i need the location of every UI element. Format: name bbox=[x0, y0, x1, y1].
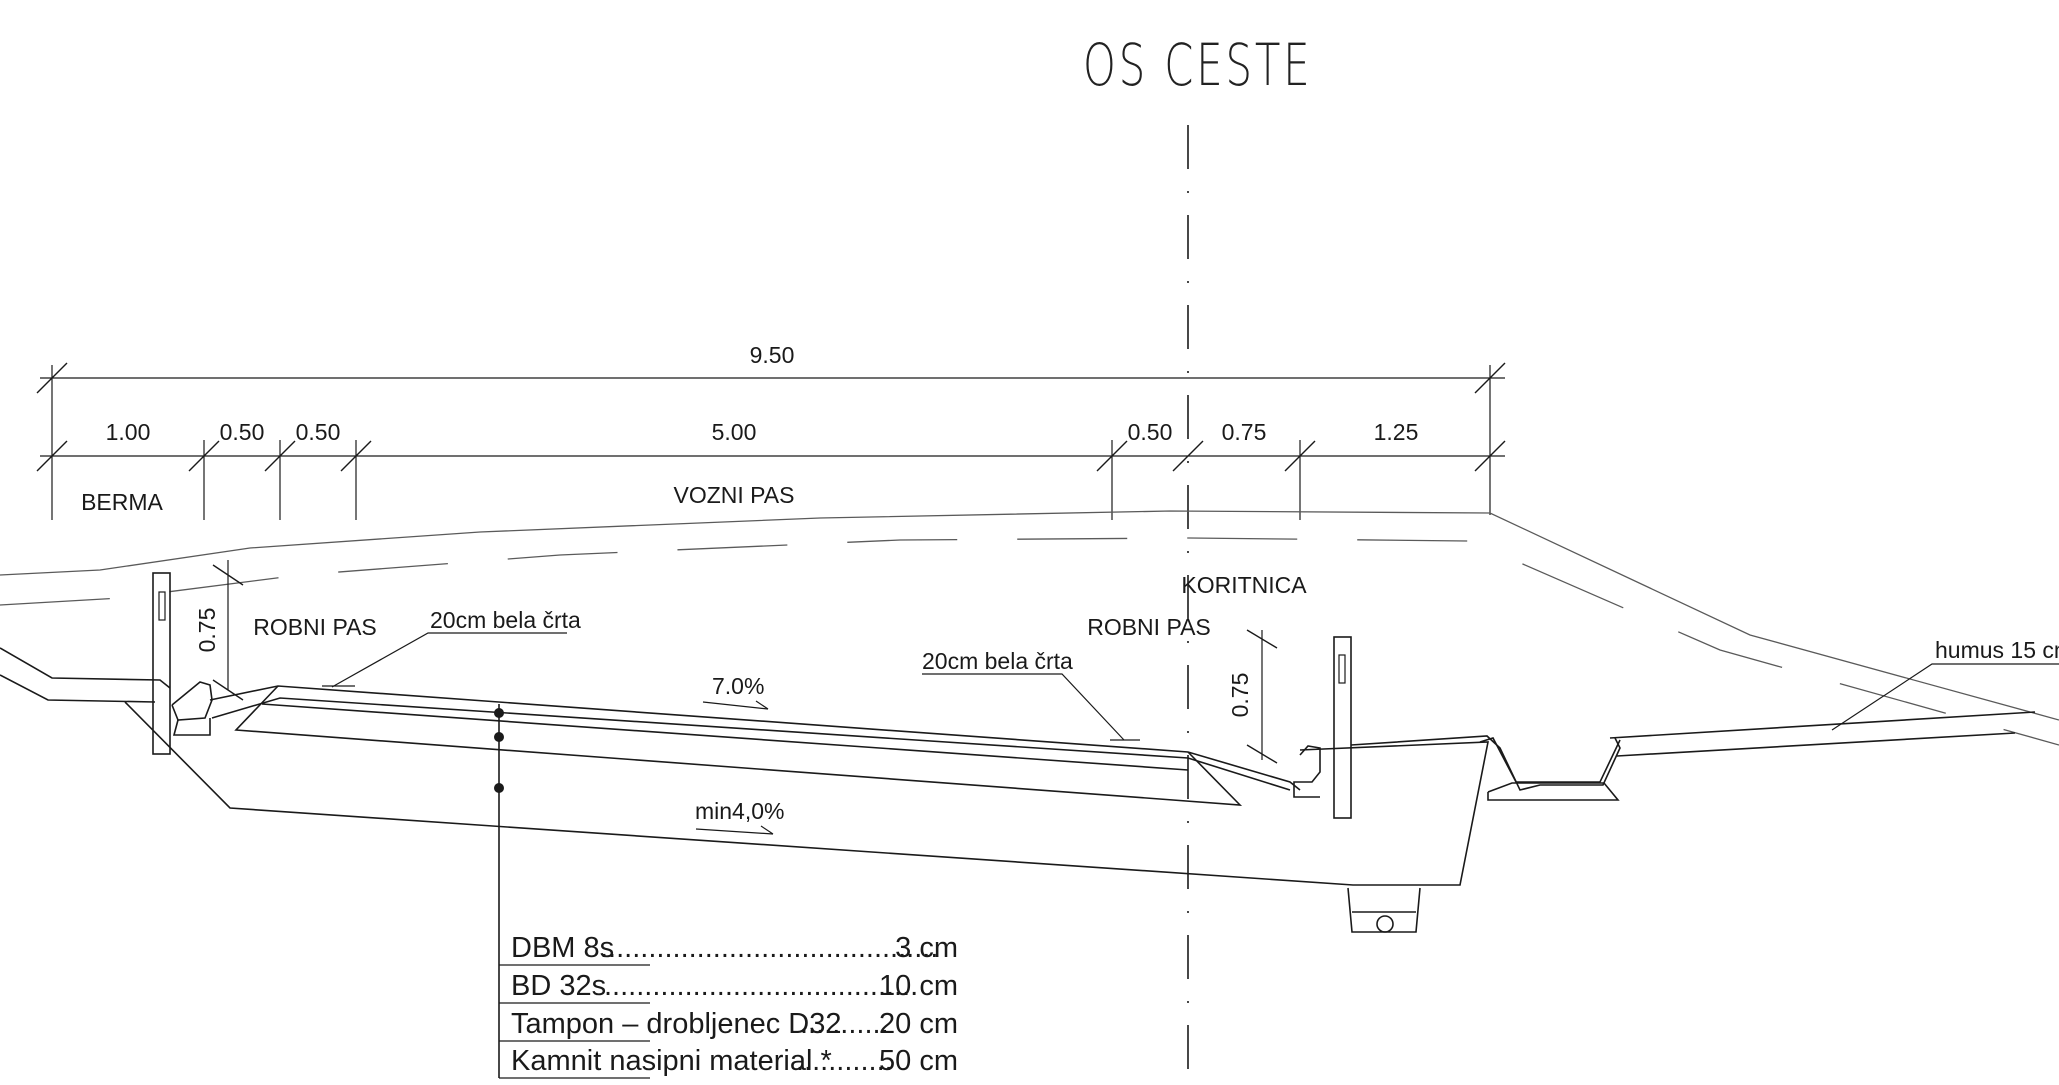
dim-d5: 1.25 bbox=[1374, 419, 1419, 445]
dim-d2: 0.50 bbox=[296, 419, 341, 445]
layer-row: BD 32s .................................… bbox=[511, 970, 958, 1002]
right-edge-post bbox=[1333, 636, 1352, 819]
dim-height-left: 0.75 bbox=[194, 608, 220, 653]
height-dimensions bbox=[212, 560, 1278, 764]
layer-dots: ........................................… bbox=[600, 932, 938, 964]
layer-pointer bbox=[494, 704, 650, 1079]
dim-lane: 5.00 bbox=[712, 419, 757, 445]
leader-lines bbox=[322, 632, 2059, 835]
road-structure bbox=[0, 572, 2036, 933]
layer-name: Kamnit nasipni material * bbox=[511, 1045, 832, 1077]
layer-dots: ........... bbox=[800, 1008, 889, 1040]
layer-value: 50 cm bbox=[879, 1045, 958, 1077]
label-robni-pas-right: ROBNI PAS bbox=[1087, 614, 1211, 640]
dim-total: 9.50 bbox=[750, 342, 795, 368]
dim-d1: 0.50 bbox=[220, 419, 265, 445]
layer-row: Kamnit nasipni material * ............ 5… bbox=[511, 1045, 958, 1077]
layer-value: 20 cm bbox=[879, 1008, 958, 1040]
layer-dots: ....................................... bbox=[604, 970, 918, 1002]
layer-value: 10 cm bbox=[879, 970, 958, 1002]
layer-name: BD 32s bbox=[511, 970, 606, 1002]
layer-legend: DBM 8s .................................… bbox=[511, 932, 958, 1077]
label-humus: humus 15 cm bbox=[1935, 637, 2059, 663]
label-slope-top: 7.0% bbox=[712, 673, 764, 699]
layer-name: DBM 8s bbox=[511, 932, 614, 964]
drawing-title: OS CESTE bbox=[1083, 31, 1313, 99]
layer-row: DBM 8s .................................… bbox=[511, 932, 958, 964]
dim-height-right: 0.75 bbox=[1227, 673, 1253, 718]
label-bela-crta-left: 20cm bela črta bbox=[430, 607, 581, 633]
dim-d4: 0.75 bbox=[1222, 419, 1267, 445]
label-berma: BERMA bbox=[81, 489, 163, 515]
layer-dots: ............ bbox=[796, 1045, 893, 1077]
existing-terrain bbox=[0, 510, 2059, 746]
left-edge-post bbox=[152, 572, 171, 755]
label-koritnica: KORITNICA bbox=[1181, 572, 1307, 598]
layer-row: Tampon – drobljenec D32 ........... 20 c… bbox=[511, 1008, 958, 1040]
dim-berma: 1.00 bbox=[106, 419, 151, 445]
layer-value: 3 cm bbox=[895, 932, 958, 964]
dimension-lines bbox=[36, 362, 1506, 520]
label-vozni-pas: VOZNI PAS bbox=[674, 482, 795, 508]
label-slope-bottom: min4,0% bbox=[695, 798, 784, 824]
label-robni-pas-left: ROBNI PAS bbox=[253, 614, 377, 640]
layer-name: Tampon – drobljenec D32 bbox=[511, 1008, 841, 1040]
label-bela-crta-right: 20cm bela črta bbox=[922, 648, 1073, 674]
dim-d3: 0.50 bbox=[1128, 419, 1173, 445]
